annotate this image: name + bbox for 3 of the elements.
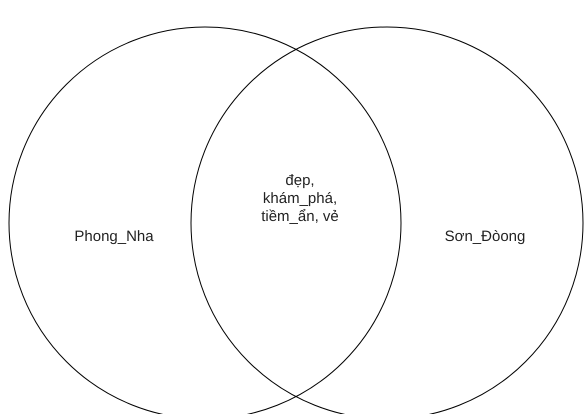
overlap-label: đẹp, khám_phá, tiềm_ẩn, vẻ	[260, 172, 340, 226]
set-label: Sơn_Đòong	[444, 228, 526, 245]
set-label: Phong_Nha	[73, 228, 155, 245]
